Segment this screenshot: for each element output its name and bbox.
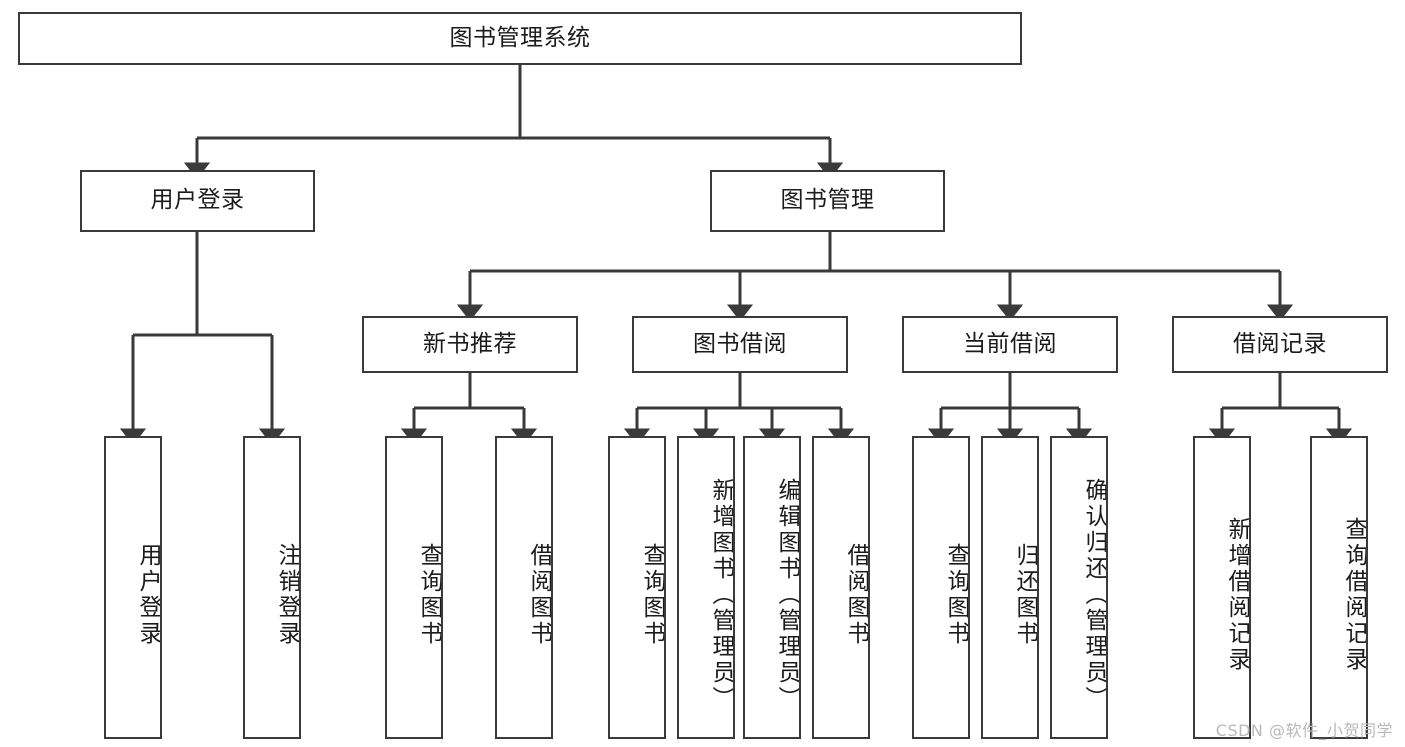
leaf-book-borrow-query-book[interactable]: 查询图书 bbox=[608, 436, 666, 739]
watermark: CSDN @软件_小贺同学 bbox=[1215, 721, 1393, 740]
leaf-new-book-query-book[interactable]: 查询图书 bbox=[385, 436, 443, 739]
node-user-login-label: 用户登录 bbox=[150, 187, 245, 214]
leaf-label: 查询图书 bbox=[639, 542, 665, 647]
leaf-current-borrow-return-book[interactable]: 归还图书 bbox=[981, 436, 1039, 739]
leaf-label: 归还图书 bbox=[1012, 542, 1038, 647]
leaf-user-login-login[interactable]: 用户登录 bbox=[104, 436, 162, 739]
leaf-label: 新增借阅记录 bbox=[1224, 516, 1250, 673]
leaf-borrow-record-add-record[interactable]: 新增借阅记录 bbox=[1193, 436, 1251, 739]
leaf-label: 查询图书 bbox=[416, 542, 442, 647]
node-new-book-recommend[interactable]: 新书推荐 bbox=[362, 316, 578, 373]
node-borrow-record-label: 借阅记录 bbox=[1233, 330, 1327, 357]
node-book-management-label: 图书管理 bbox=[780, 187, 875, 214]
node-book-borrow-label: 图书借阅 bbox=[693, 330, 787, 357]
leaf-borrow-record-query-record[interactable]: 查询借阅记录 bbox=[1310, 436, 1368, 739]
leaf-label: 借阅图书 bbox=[526, 542, 552, 647]
node-current-borrow[interactable]: 当前借阅 bbox=[902, 316, 1118, 373]
leaf-label: 编辑图书（管理员） bbox=[774, 477, 800, 712]
node-new-book-recommend-label: 新书推荐 bbox=[423, 330, 517, 357]
node-current-borrow-label: 当前借阅 bbox=[963, 330, 1057, 357]
node-user-login[interactable]: 用户登录 bbox=[80, 170, 315, 232]
leaf-book-borrow-borrow-book[interactable]: 借阅图书 bbox=[812, 436, 870, 739]
node-book-borrow[interactable]: 图书借阅 bbox=[632, 316, 848, 373]
leaf-label: 查询借阅记录 bbox=[1341, 516, 1367, 673]
leaf-new-book-borrow-book[interactable]: 借阅图书 bbox=[495, 436, 553, 739]
node-book-management[interactable]: 图书管理 bbox=[710, 170, 945, 232]
leaf-current-borrow-confirm-return-admin[interactable]: 确认归还（管理员） bbox=[1050, 436, 1108, 739]
leaf-book-borrow-add-book-admin[interactable]: 新增图书（管理员） bbox=[677, 436, 735, 739]
leaf-label: 注销登录 bbox=[274, 542, 300, 647]
leaf-label: 新增图书（管理员） bbox=[708, 477, 734, 712]
leaf-label: 查询图书 bbox=[943, 542, 969, 647]
leaf-current-borrow-query-book[interactable]: 查询图书 bbox=[912, 436, 970, 739]
leaf-label: 确认归还（管理员） bbox=[1081, 477, 1107, 712]
leaf-label: 借阅图书 bbox=[843, 542, 869, 647]
node-borrow-record[interactable]: 借阅记录 bbox=[1172, 316, 1388, 373]
leaf-book-borrow-edit-book-admin[interactable]: 编辑图书（管理员） bbox=[743, 436, 801, 739]
leaf-label: 用户登录 bbox=[135, 542, 161, 647]
node-root-book-management-system[interactable]: 图书管理系统 bbox=[18, 12, 1022, 65]
node-root-label: 图书管理系统 bbox=[449, 24, 591, 51]
leaf-user-login-logout[interactable]: 注销登录 bbox=[243, 436, 301, 739]
